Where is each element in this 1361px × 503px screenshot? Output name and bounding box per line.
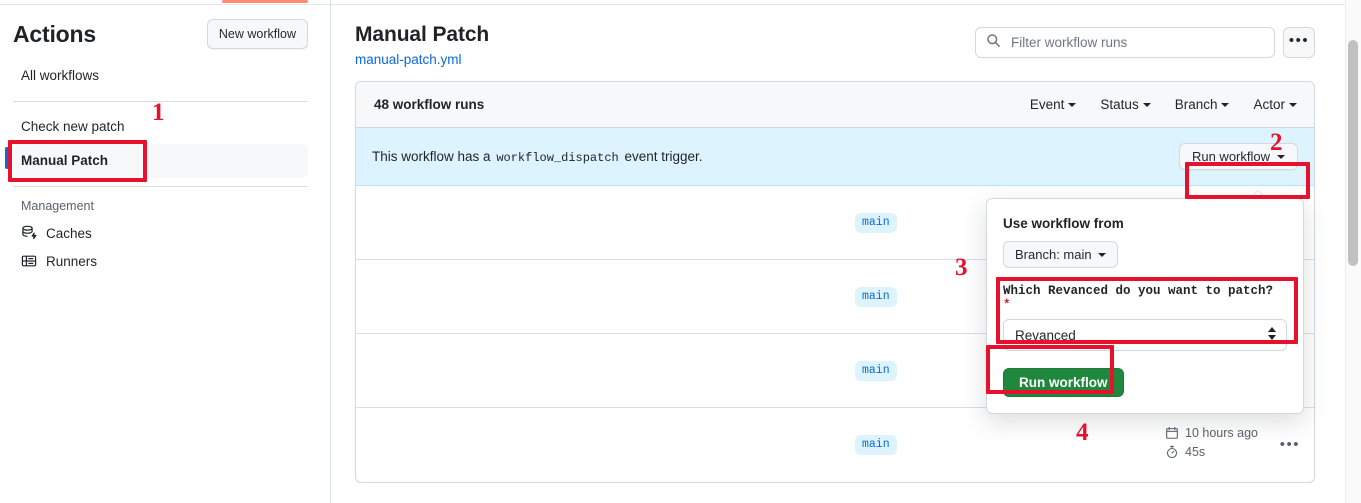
page-scrollbar-track[interactable] [1345, 0, 1361, 503]
top-hairline [0, 4, 1345, 5]
sidebar-item-label: All workflows [21, 68, 100, 83]
chevron-down-icon [1097, 252, 1106, 257]
sidebar-item-check-new-patch[interactable]: Check new patch [13, 110, 308, 144]
run-workflow-popover-body: Use workflow from Branch: main Which Rev… [987, 199, 1303, 413]
row-more-options-button[interactable]: ••• [1279, 436, 1300, 453]
table-row[interactable]: main [356, 186, 1314, 260]
patch-select-value: Revanced [1015, 327, 1076, 343]
sidebar-workflow-list: All workflows [0, 59, 330, 93]
branch-badge: main [855, 287, 897, 307]
sidebar-item-manual-patch[interactable]: Manual Patch [5, 144, 308, 178]
sidebar-item-label: Check new patch [21, 119, 125, 134]
sidebar-divider [13, 101, 308, 102]
patch-input-label: Which Revanced do you want to patch? * [1003, 284, 1287, 312]
sidebar-item-runners[interactable]: Runners [13, 247, 330, 275]
run-meta: 10 hours ago 45s [1165, 426, 1258, 459]
required-marker: * [1003, 298, 1011, 312]
filter-label: Branch [1174, 97, 1218, 112]
main-header: Manual Patch manual-patch.yml ••• [331, 5, 1345, 67]
table-row[interactable]: main 10 hours ago [356, 408, 1314, 482]
sidebar-header: Actions New workflow [0, 5, 330, 59]
chevron-down-icon [1068, 102, 1077, 107]
patch-select[interactable]: Revanced [1003, 319, 1287, 351]
dispatch-text-after: event trigger. [624, 148, 703, 164]
patch-input-label-text: Which Revanced do you want to patch? [1003, 284, 1274, 298]
workflow-file-link[interactable]: manual-patch.yml [355, 52, 462, 67]
stopwatch-icon [1166, 445, 1178, 459]
sidebar-vertical-divider [330, 0, 331, 503]
sidebar-workflow-list-2: Check new patch Manual Patch [0, 110, 330, 178]
use-workflow-from-label: Use workflow from [1003, 216, 1124, 231]
run-workflow-dropdown-button[interactable]: Run workflow [1178, 143, 1298, 170]
filter-branch[interactable]: Branch [1175, 97, 1230, 112]
workflow-dispatch-banner: This workflow has a workflow_dispatch ev… [356, 128, 1314, 186]
search-input-wrapper[interactable] [975, 27, 1275, 58]
filter-label: Status [1100, 97, 1139, 112]
header-actions: ••• [975, 27, 1315, 58]
run-date: 10 hours ago [1165, 426, 1258, 440]
filter-label: Actor [1253, 97, 1285, 112]
sidebar-item-label: Runners [46, 253, 98, 269]
select-updown-icon [1268, 327, 1276, 340]
chevron-down-icon [1289, 102, 1297, 107]
filter-event[interactable]: Event [1030, 97, 1077, 112]
filter-actor[interactable]: Actor [1253, 97, 1297, 112]
chevron-down-icon [1221, 102, 1230, 107]
run-workflow-popover: Use workflow from Branch: main Which Rev… [986, 190, 1304, 414]
workflow-runs-panel-header: 48 workflow runs Event Status Branch [356, 82, 1314, 128]
runners-icon [21, 253, 37, 269]
filter-label: Event [1029, 97, 1065, 112]
workflow-dispatch-text: This workflow has a workflow_dispatch ev… [372, 149, 703, 165]
workflow-runs-filters: Event Status Branch Actor [1030, 97, 1297, 112]
search-icon [986, 33, 1001, 53]
sidebar-item-caches[interactable]: Caches [13, 219, 330, 247]
sidebar: Actions New workflow All workflows Check… [0, 5, 330, 503]
run-workflow-dropdown-label: Run workflow [1191, 149, 1270, 164]
workflow-runs-count: 48 workflow runs [374, 97, 485, 112]
branch-badge: main [855, 435, 897, 455]
page-title: Manual Patch [355, 23, 490, 46]
new-workflow-button[interactable]: New workflow [206, 19, 308, 49]
run-duration: 45s [1165, 445, 1205, 459]
run-duration-text: 45s [1185, 445, 1206, 459]
chevron-down-icon [1277, 154, 1285, 159]
branch-selector-label: Branch: main [1015, 247, 1092, 262]
dispatch-text-before: This workflow has a [372, 148, 491, 164]
chevron-down-icon [1142, 102, 1151, 107]
filter-status[interactable]: Status [1100, 97, 1151, 112]
sidebar-title: Actions [13, 20, 96, 47]
branch-selector-button[interactable]: Branch: main [1003, 241, 1118, 268]
search-input[interactable] [1009, 34, 1264, 51]
dispatch-event-code: workflow_dispatch [496, 150, 619, 165]
header-more-options-button[interactable]: ••• [1283, 27, 1315, 58]
run-date-text: 10 hours ago [1185, 426, 1258, 440]
page-heading-group: Manual Patch manual-patch.yml [355, 21, 489, 67]
sidebar-item-label: Caches [46, 225, 92, 241]
table-row[interactable]: main [356, 260, 1314, 334]
branch-badge: main [855, 361, 897, 381]
branch-badge: main [855, 213, 897, 233]
active-tab-indicator [222, 0, 308, 3]
sidebar-divider-2 [13, 186, 308, 187]
page-scrollbar-thumb[interactable] [1348, 40, 1358, 266]
sidebar-item-all-workflows[interactable]: All workflows [13, 59, 308, 93]
run-workflow-submit-button[interactable]: Run workflow [1003, 368, 1124, 397]
sidebar-item-label: Manual Patch [21, 153, 109, 168]
cache-icon [21, 225, 37, 241]
calendar-icon [1166, 426, 1178, 439]
sidebar-section-management: Management [21, 199, 94, 213]
